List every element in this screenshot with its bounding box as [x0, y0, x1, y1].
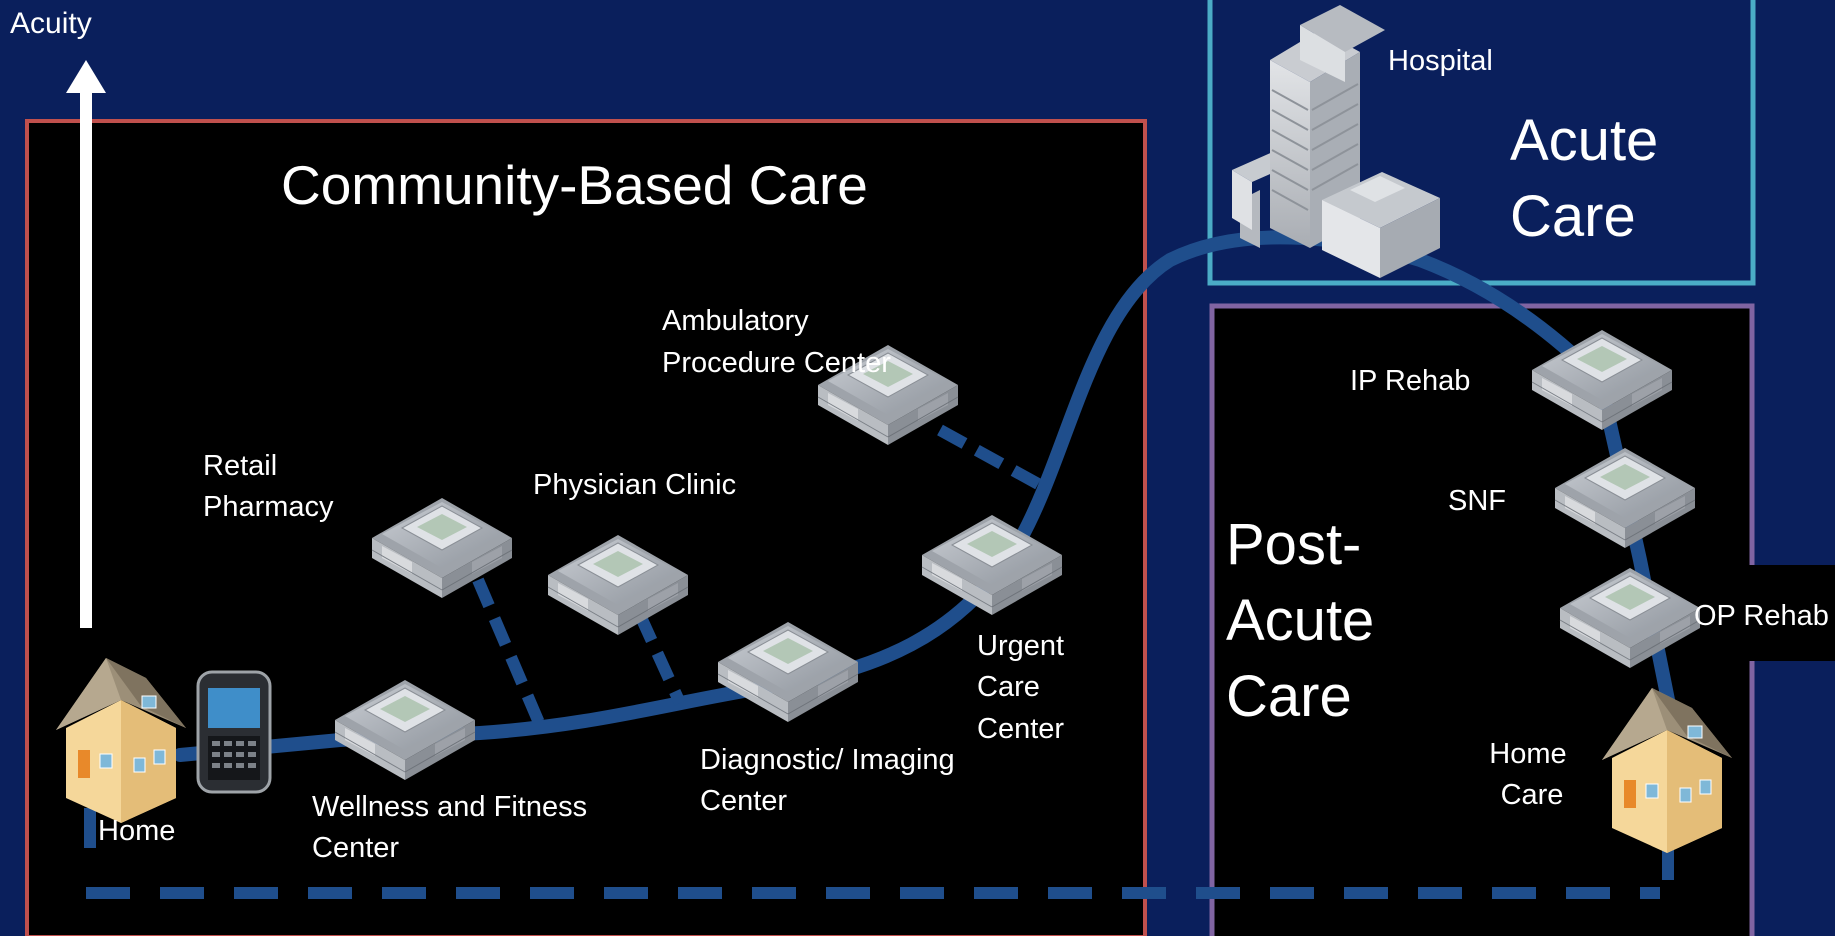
- hospital-label: Hospital: [1388, 45, 1493, 77]
- diagnostic-imaging-label: Diagnostic/ Imaging Center: [700, 744, 963, 817]
- home-marker: [84, 808, 96, 848]
- hospital-icon: [1232, 5, 1440, 278]
- physician-clinic-label: Physician Clinic: [533, 469, 736, 501]
- acuity-arrow-head: [66, 60, 106, 93]
- home-label: Home: [98, 815, 175, 847]
- ambulatory-label: Ambulatory Procedure Center: [662, 305, 891, 379]
- post-acute-care-title: Post- Acute Care: [1226, 512, 1390, 729]
- op-rehab-label-box: [1690, 565, 1835, 661]
- snf-label: SNF: [1448, 485, 1506, 517]
- wellness-label: Wellness and Fitness Center: [312, 791, 595, 864]
- acuity-axis: [80, 88, 92, 628]
- home-care-label: Home Care: [1489, 738, 1574, 811]
- mobile-phone-icon: [196, 670, 272, 794]
- retail-pharmacy-label: Retail Pharmacy: [203, 450, 334, 523]
- acute-care-title: Acute Care: [1510, 108, 1674, 249]
- acuity-axis-label: Acuity: [10, 7, 92, 40]
- clinic-connector: [634, 612, 686, 706]
- ip-rehab-label: IP Rehab: [1350, 365, 1470, 397]
- op-rehab-label: OP Rehab: [1694, 600, 1829, 632]
- pharmacy-connector: [472, 577, 546, 728]
- community-based-care-region: [25, 119, 1147, 936]
- ambulatory-connector: [937, 424, 1043, 491]
- care-pathway: [173, 230, 1675, 762]
- community-based-care-title: Community-Based Care: [281, 154, 868, 216]
- urgent-care-label: Urgent Care Center: [977, 630, 1072, 745]
